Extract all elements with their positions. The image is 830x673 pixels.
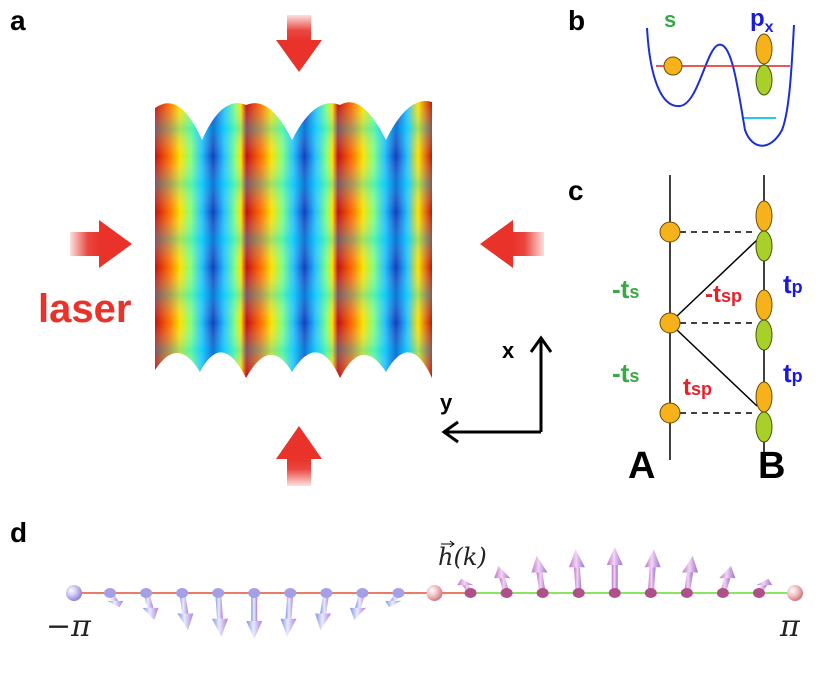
h-vector-arrow bbox=[176, 588, 194, 631]
coordinate-axes bbox=[441, 335, 553, 444]
h-vector-arrow bbox=[104, 588, 124, 608]
chain-a-label: A bbox=[628, 445, 655, 487]
panel-a-label: a bbox=[10, 5, 26, 36]
axis-x-label: x bbox=[502, 338, 515, 363]
hop-ts-lower-label: -ts bbox=[612, 358, 639, 388]
chain-b-p-orbitals bbox=[755, 200, 773, 443]
k-max-label: π bbox=[779, 609, 801, 644]
laser-arrow-left bbox=[70, 220, 132, 268]
h-vector-arrow bbox=[752, 578, 773, 598]
hopping-diagonal-bonds bbox=[676, 239, 758, 407]
h-vector-arrow bbox=[140, 588, 159, 621]
chain-b-label: B bbox=[758, 445, 785, 487]
chain-a-s-orbitals bbox=[659, 221, 681, 424]
svg-text:h(k): h(k) bbox=[438, 543, 487, 571]
h-vector-arrow bbox=[531, 555, 549, 598]
h-vector-field bbox=[66, 547, 803, 639]
h-vector-arrow bbox=[66, 585, 82, 601]
laser-arrow-top bbox=[276, 15, 322, 72]
hop-tp-upper-label: tp bbox=[783, 269, 803, 299]
h-vector-arrow bbox=[787, 585, 803, 601]
h-vector-arrow bbox=[457, 578, 477, 598]
hop-ts-upper-label: -ts bbox=[612, 274, 639, 304]
orbital-s-label: s bbox=[664, 7, 676, 32]
hop-tp-lower-label: tp bbox=[783, 358, 803, 388]
laser-arrow-right bbox=[480, 220, 544, 268]
panel-a: a laser x y bbox=[10, 5, 553, 486]
k-min-label: −π bbox=[46, 609, 92, 644]
laser-label: laser bbox=[38, 287, 131, 331]
hopping-dashed-bonds bbox=[680, 231, 754, 414]
h-vector-arrow bbox=[606, 547, 623, 598]
h-vector-arrow bbox=[315, 588, 333, 631]
optical-lattice-surface bbox=[155, 101, 432, 379]
h-vector-arrow bbox=[494, 565, 513, 598]
h-vector-arrow bbox=[680, 555, 699, 598]
panel-c: c -ts -ts -tsp tsp tp tp bbox=[568, 175, 803, 487]
px-orbital-upper-lobe bbox=[755, 33, 773, 65]
h-vector-arrow bbox=[385, 588, 405, 608]
px-orbital-lower-lobe bbox=[755, 64, 773, 96]
panel-b-label: b bbox=[568, 5, 585, 36]
hop-tsp-positive-label: tsp bbox=[683, 374, 712, 401]
h-vector-arrow bbox=[246, 588, 263, 639]
panel-d-label: d bbox=[10, 517, 27, 548]
h-vector-arrow bbox=[716, 565, 736, 598]
laser-arrow-bottom bbox=[276, 426, 322, 486]
h-vector-arrow bbox=[212, 588, 229, 637]
h-vector-arrow bbox=[349, 588, 369, 621]
h-vector-arrow bbox=[426, 585, 443, 601]
axis-y-label: y bbox=[440, 390, 453, 415]
h-vector-arrow bbox=[644, 549, 661, 598]
h-vector-arrow bbox=[280, 588, 297, 637]
h-vector-arrow bbox=[568, 549, 585, 598]
panel-c-label: c bbox=[568, 175, 584, 206]
panel-b: b s px bbox=[568, 5, 795, 147]
h-vector-label: h(k) bbox=[438, 540, 487, 571]
panel-d: d h(k) −π π bbox=[10, 517, 803, 644]
s-orbital bbox=[663, 56, 683, 76]
orbital-px-label: px bbox=[750, 5, 774, 36]
hop-tsp-negative-label: -tsp bbox=[705, 281, 742, 308]
